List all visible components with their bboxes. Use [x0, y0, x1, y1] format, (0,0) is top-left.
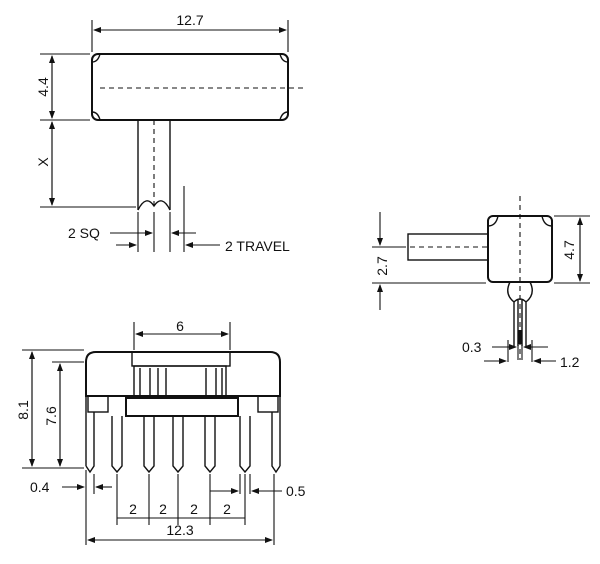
front-pitch-label: 2 — [159, 501, 167, 517]
top-sq-label: 2 SQ — [68, 225, 100, 241]
front-pitch-label: 2 — [190, 501, 198, 517]
front-terminal-pins — [111, 416, 251, 474]
top-view: 12.7 4.4 X 2 SQ 2 TRAVEL — [35, 12, 305, 254]
front-body-height-label: 7.6 — [43, 406, 59, 426]
front-pin-span-label: 12.3 — [166, 522, 193, 538]
front-mount-pin-label: 0.4 — [30, 479, 50, 495]
top-height-label: 4.4 — [35, 77, 51, 97]
front-slot-width-label: 6 — [176, 318, 184, 334]
top-actuator — [137, 120, 171, 211]
side-body-height-label: 4.7 — [561, 240, 577, 260]
side-pin-width-label: 1.2 — [560, 354, 580, 370]
front-view: 6 8.1 7.6 0.4 0.5 2 2 2 2 — [15, 318, 306, 545]
side-pin — [507, 281, 533, 346]
side-actuator — [407, 233, 489, 261]
front-pitch-label: 2 — [223, 501, 231, 517]
front-housing — [85, 351, 281, 397]
top-travel-label: 2 TRAVEL — [225, 238, 290, 254]
top-x-label: X — [35, 157, 51, 167]
side-actuator-height-label: 2.7 — [374, 256, 390, 276]
front-pitch-label: 2 — [129, 501, 137, 517]
top-body — [91, 53, 289, 121]
top-width-label: 12.7 — [176, 12, 203, 28]
side-view: 2.7 4.7 0.3 1.2 — [372, 196, 590, 370]
side-pin-thickness-label: 0.3 — [462, 339, 482, 355]
front-base — [125, 397, 239, 417]
front-pin-label: 0.5 — [286, 483, 306, 499]
front-overall-height-label: 8.1 — [15, 400, 31, 420]
